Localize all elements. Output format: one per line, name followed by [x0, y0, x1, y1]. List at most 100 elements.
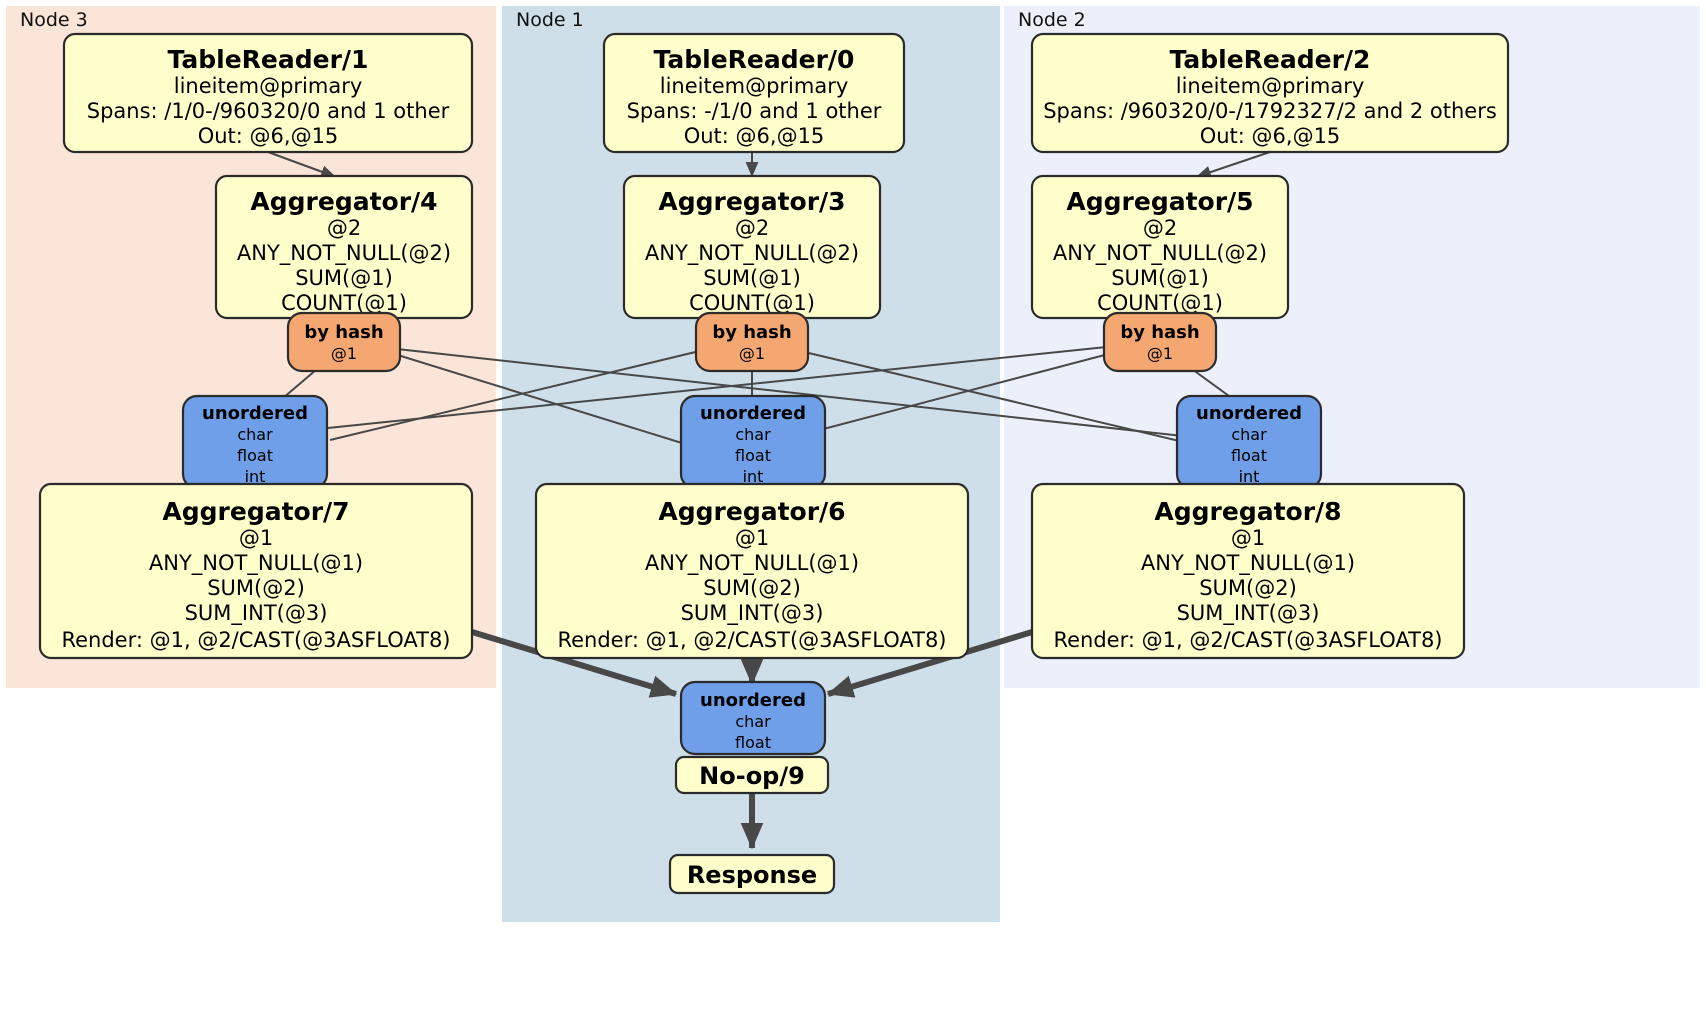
processor-detail-line: SUM(@2) — [703, 576, 801, 600]
edge-hash-right-to-unordered-mid — [811, 351, 1117, 433]
processor-detail-line: SUM_INT(@3) — [1177, 601, 1320, 626]
router-title: by hash — [712, 322, 791, 343]
router-title: unordered — [1196, 403, 1302, 424]
router-title: by hash — [1120, 322, 1199, 343]
edges-agg-to-final — [471, 629, 1033, 850]
processor-aggregator4[interactable]: Aggregator/4 @2 ANY_NOT_NULL(@2) SUM(@1)… — [214, 174, 474, 320]
processor-noop9[interactable]: No-op/9 — [674, 755, 830, 795]
panel-node3-label: Node 3 — [20, 9, 88, 31]
processor-aggregator8[interactable]: Aggregator/8 @1 ANY_NOT_NULL(@1) SUM(@2)… — [1030, 482, 1466, 660]
processor-title: No-op/9 — [699, 762, 805, 790]
router-hash-left[interactable]: by hash @1 — [286, 311, 402, 373]
processor-detail-line: ANY_NOT_NULL(@1) — [1141, 551, 1355, 576]
router-detail-line: float — [735, 446, 771, 465]
router-detail-line: int — [743, 467, 764, 486]
processor-detail-line: Spans: /960320/0-/1792327/2 and 2 others — [1043, 99, 1497, 123]
router-detail-line: @1 — [739, 344, 765, 363]
processor-detail-line: SUM(@1) — [703, 266, 801, 290]
processor-detail-line: ANY_NOT_NULL(@2) — [645, 241, 859, 266]
processor-title: Aggregator/5 — [1066, 187, 1253, 216]
processor-detail-line: @2 — [735, 216, 769, 240]
processor-title: TableReader/0 — [654, 45, 855, 74]
router-title: unordered — [700, 403, 806, 424]
router-title: unordered — [700, 690, 806, 711]
processor-detail-line: SUM(@1) — [1111, 266, 1209, 290]
processor-detail-line: COUNT(@1) — [689, 291, 815, 315]
router-detail-line: char — [1231, 425, 1267, 444]
processor-detail-line: Spans: -/1/0 and 1 other — [627, 99, 882, 123]
processor-detail-line: Out: @6,@15 — [684, 124, 825, 148]
processor-title: TableReader/1 — [168, 45, 369, 74]
processor-detail-line: SUM(@2) — [207, 576, 305, 600]
processor-detail-line: Render: @1, @2/CAST(@3ASFLOAT8) — [557, 628, 946, 652]
edges-reader-to-agg — [267, 151, 1271, 179]
edge-hash-mid-to-unordered-left — [329, 347, 713, 441]
router-unordered-final[interactable]: unordered char float — [679, 680, 827, 756]
processor-tablereader2[interactable]: TableReader/2 lineitem@primary Spans: /9… — [1030, 32, 1510, 154]
router-detail-line: @1 — [331, 344, 357, 363]
edge-hash-right-to-unordered-left — [327, 345, 1117, 429]
panel-node1-label: Node 1 — [516, 9, 584, 31]
router-detail-line: float — [237, 446, 273, 465]
edge-aggregator8-to-unordered-final — [826, 629, 1033, 698]
processor-detail-line: ANY_NOT_NULL(@1) — [149, 551, 363, 576]
processor-detail-line: @1 — [1231, 526, 1265, 550]
processor-tablereader0[interactable]: TableReader/0 lineitem@primary Spans: -/… — [602, 32, 906, 154]
processor-tablereader1[interactable]: TableReader/1 lineitem@primary Spans: /1… — [62, 32, 474, 154]
processor-detail-line: ANY_NOT_NULL(@1) — [645, 551, 859, 576]
processor-detail-line: ANY_NOT_NULL(@2) — [237, 241, 451, 266]
processor-detail-line: Out: @6,@15 — [1200, 124, 1341, 148]
processor-title: Aggregator/6 — [658, 497, 845, 526]
processor-detail-line: ANY_NOT_NULL(@2) — [1053, 241, 1267, 266]
router-detail-line: float — [1231, 446, 1267, 465]
processor-aggregator5[interactable]: Aggregator/5 @2 ANY_NOT_NULL(@2) SUM(@1)… — [1030, 174, 1290, 320]
processor-aggregator3[interactable]: Aggregator/3 @2 ANY_NOT_NULL(@2) SUM(@1)… — [622, 174, 882, 320]
processor-detail-line: SUM_INT(@3) — [185, 601, 328, 626]
edges-hash-mesh — [275, 345, 1241, 449]
router-detail-line: @1 — [1147, 344, 1173, 363]
processor-title: Aggregator/7 — [162, 497, 349, 526]
router-hash-mid[interactable]: by hash @1 — [694, 311, 810, 373]
processor-detail-line: COUNT(@1) — [1097, 291, 1223, 315]
router-detail-line: int — [1239, 467, 1260, 486]
edge-hash-left-to-unordered-right — [387, 347, 1193, 438]
processor-detail-line: lineitem@primary — [174, 74, 363, 98]
processor-title: Aggregator/8 — [1154, 497, 1341, 526]
router-unordered-right[interactable]: unordered char float int — [1175, 394, 1323, 490]
processor-aggregator7[interactable]: Aggregator/7 @1 ANY_NOT_NULL(@1) SUM(@2)… — [38, 482, 474, 660]
edge-tablereader1-aggregator4 — [267, 151, 337, 178]
processor-aggregator6[interactable]: Aggregator/6 @1 ANY_NOT_NULL(@1) SUM(@2)… — [534, 482, 970, 660]
processor-detail-line: Spans: /1/0-/960320/0 and 1 other — [87, 99, 450, 123]
edge-hash-mid-to-unordered-right — [795, 349, 1193, 445]
processor-detail-line: lineitem@primary — [1176, 74, 1365, 98]
router-unordered-mid[interactable]: unordered char float int — [679, 394, 827, 490]
router-detail-line: float — [735, 733, 771, 752]
panel-node2-label: Node 2 — [1018, 9, 1086, 31]
processor-detail-line: @2 — [327, 216, 361, 240]
router-detail-line: char — [735, 425, 771, 444]
router-unordered-left[interactable]: unordered char float int — [181, 394, 329, 490]
edge-tablereader2-aggregator5 — [1195, 151, 1271, 179]
processor-detail-line: SUM(@1) — [295, 266, 393, 290]
processor-title: TableReader/2 — [1170, 45, 1371, 74]
processor-detail-line: @1 — [735, 526, 769, 550]
router-detail-line: int — [245, 467, 266, 486]
processor-title: Aggregator/3 — [658, 187, 845, 216]
router-title: unordered — [202, 403, 308, 424]
edge-hash-left-to-unordered-mid — [387, 351, 699, 449]
processor-detail-line: lineitem@primary — [660, 74, 849, 98]
processor-detail-line: COUNT(@1) — [281, 291, 407, 315]
processor-detail-line: @2 — [1143, 216, 1177, 240]
router-hash-right[interactable]: by hash @1 — [1102, 311, 1218, 373]
processor-title: Aggregator/4 — [250, 187, 437, 216]
router-detail-line: char — [237, 425, 273, 444]
processor-detail-line: SUM_INT(@3) — [681, 601, 824, 626]
processor-detail-line: @1 — [239, 526, 273, 550]
terminal-response[interactable]: Response — [668, 853, 836, 895]
terminal-title: Response — [687, 861, 817, 889]
processor-detail-line: Render: @1, @2/CAST(@3ASFLOAT8) — [61, 628, 450, 652]
router-detail-line: char — [735, 712, 771, 731]
router-title: by hash — [304, 322, 383, 343]
